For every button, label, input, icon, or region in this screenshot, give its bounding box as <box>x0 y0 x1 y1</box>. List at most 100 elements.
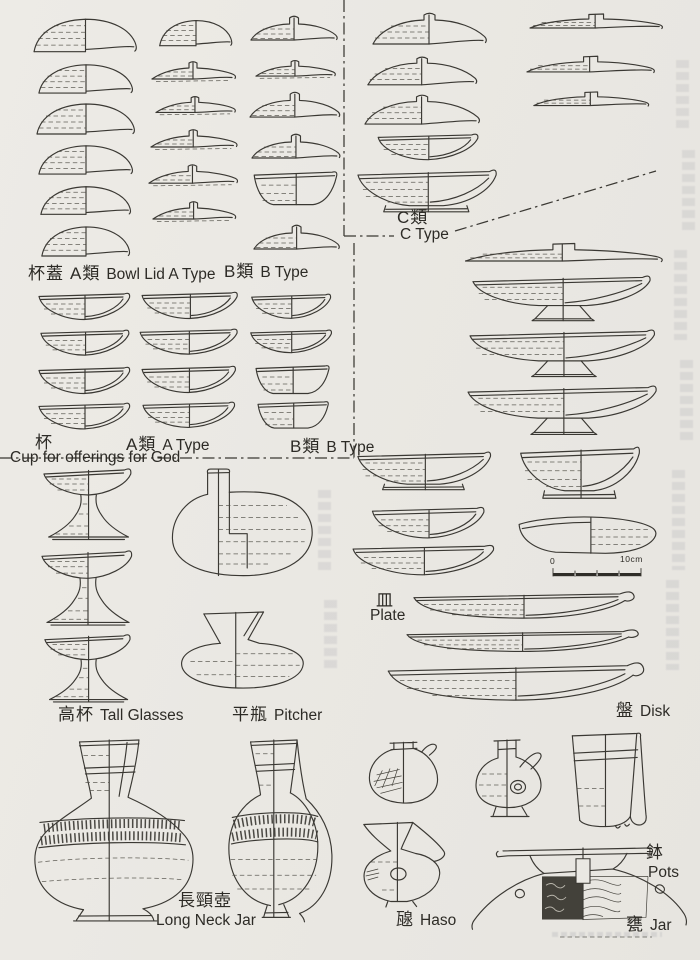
cup-a-columns <box>38 291 238 430</box>
bowl-drawing <box>518 516 657 554</box>
tall-glass-drawing <box>41 550 133 626</box>
cup-subtitle-label: Cup for offerings for God <box>10 449 181 466</box>
bowl-lid-drawing <box>367 56 478 86</box>
bowl-lid-b-label: B類 B Type <box>224 257 308 282</box>
pots-label-en: Pots <box>648 864 680 881</box>
haso-label: 𤭯 Haso <box>396 910 457 929</box>
bowl-lid-drawing <box>155 96 236 116</box>
tall-glasses-group <box>41 468 133 703</box>
long-neck-jar-label-cjk: 長頸壺 <box>178 891 232 910</box>
pitcher-label: 平瓶 Pitcher <box>232 705 323 724</box>
bowl-lid-drawing <box>41 226 131 257</box>
cup-drawing <box>251 293 332 319</box>
cup-drawing <box>40 329 130 356</box>
pedestal-bowl-drawing <box>467 385 657 436</box>
bowl-lid-drawing <box>249 91 341 118</box>
page-bleed-through <box>318 490 331 570</box>
cup-drawing <box>38 366 131 395</box>
bowl-lid-a-label: 杯蓋 A類 Bowl Lid A Type <box>28 259 216 284</box>
pots-group <box>571 732 647 829</box>
bowl-lid-drawing <box>251 133 341 159</box>
tall-glass-drawing <box>43 468 132 541</box>
bowl-drawing <box>377 133 479 161</box>
plate-drawing <box>413 591 635 619</box>
tall-glass-drawing <box>44 634 131 703</box>
haso-drawing <box>363 821 446 908</box>
bowl-drawing <box>352 544 495 576</box>
page-bleed-through <box>676 60 689 130</box>
page-bleed-through <box>682 150 695 230</box>
cup-a-label: A類 A Type <box>126 435 210 454</box>
bowl-lid-b-column <box>249 15 341 250</box>
bowl-lid-b-en: B Type <box>260 264 309 281</box>
bowl-lid-a-column-1 <box>33 18 137 257</box>
jar-label: 甕 Jar <box>626 915 672 934</box>
long-neck-jar-drawing <box>35 740 193 921</box>
cup-drawing <box>250 329 332 354</box>
disk-label: 盤 Disk <box>616 701 671 720</box>
page-bleed-through <box>672 470 685 570</box>
cup-drawing <box>38 402 131 430</box>
bowl-lid-drawing <box>38 145 133 175</box>
cup-drawing <box>141 291 238 320</box>
pitcher-drawing <box>180 611 304 689</box>
pitcher-group <box>171 468 313 689</box>
page-bleed-through <box>666 580 679 670</box>
divider-dashdot-lines <box>0 0 656 937</box>
bowl-lid-b-cjk: B類 <box>224 262 255 281</box>
bowl-drawing <box>519 446 641 499</box>
long-neck-jar-drawing <box>229 740 332 922</box>
bowl-lid-drawing <box>40 186 131 215</box>
bowl-lid-a-en: Bowl Lid A Type <box>106 266 216 283</box>
pitcher-drawing <box>171 468 313 577</box>
bowl-lid-drawing <box>255 60 336 79</box>
cup-b-label: B類 B Type <box>290 437 375 456</box>
plate-drawing <box>406 629 639 653</box>
disk-drawing <box>387 662 645 701</box>
bowl-lid-a-column-2 <box>148 20 239 223</box>
cup-drawing <box>141 365 237 394</box>
pedestal-bowl-drawing <box>469 329 656 378</box>
page-bleed-through <box>680 360 693 440</box>
bowl-lid-drawing <box>33 18 137 53</box>
bowl-lid-drawing <box>464 242 664 263</box>
page-bleed-through <box>674 250 687 340</box>
bowl-lid-drawing <box>529 13 664 30</box>
scale-bar-end-label: 10cm <box>620 554 643 564</box>
bowl-lid-drawing <box>533 91 650 107</box>
pedestal-bowl-drawing <box>472 275 651 322</box>
cup-drawing <box>255 365 330 395</box>
pots-label-cjk: 鉢 <box>646 843 664 862</box>
bowl-lid-c-label-cjk: C類 <box>397 208 429 227</box>
cup-drawing <box>257 401 329 429</box>
bowl-lid-drawing <box>151 61 237 83</box>
bowl-lid-drawing <box>152 201 237 223</box>
bowl-lid-drawing <box>148 164 239 187</box>
page-bleed-through <box>324 600 337 670</box>
bowl-lid-drawing <box>150 129 238 151</box>
haso-drawing <box>475 739 542 818</box>
bowl-lid-drawing <box>372 12 487 45</box>
page-bleed-through <box>552 932 662 937</box>
bowl-lid-drawing <box>364 94 481 125</box>
bowl-drawing <box>357 451 492 491</box>
bowl-lid-drawing <box>253 224 340 250</box>
bowl-lid-a-cjk: A類 <box>70 264 101 283</box>
pot-drawing <box>571 732 647 829</box>
cup-drawing <box>142 401 236 428</box>
scale-bar-start-label: 0 <box>550 556 556 566</box>
bowl-lid-drawing <box>36 103 135 135</box>
cup-drawing <box>38 292 131 321</box>
plate-label-cjk: 皿 <box>376 591 394 610</box>
cup-drawing <box>139 328 238 355</box>
plate-label-en: Plate <box>370 607 406 624</box>
scale-bar <box>552 568 642 577</box>
haso-group <box>363 739 542 908</box>
long-neck-jar-label-en: Long Neck Jar <box>156 912 256 929</box>
bowl-lid-drawing <box>526 55 655 74</box>
bowl-lid-drawing <box>38 64 133 94</box>
bowl-lid-drawing <box>159 20 233 47</box>
bowl-drawing <box>371 506 485 539</box>
plate-group <box>352 446 657 701</box>
bowl-lid-drawing <box>250 15 338 41</box>
